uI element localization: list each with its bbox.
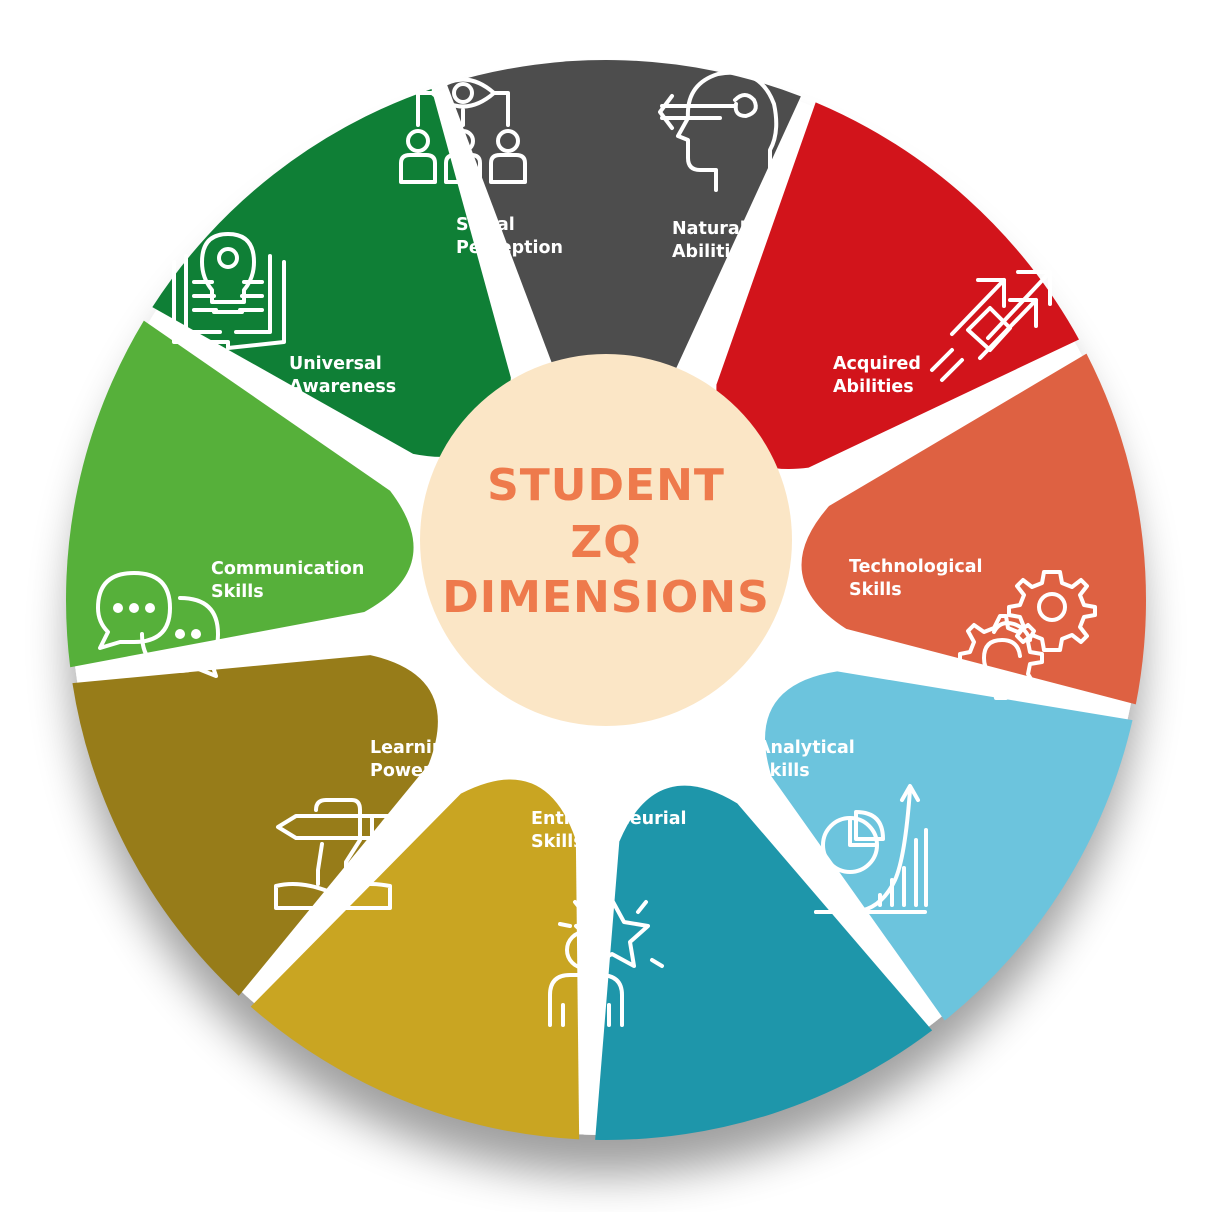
pie-growth-chart-icon — [814, 784, 928, 914]
speech-dots — [113, 603, 201, 639]
label-communication-skills-1: Communication — [211, 559, 364, 579]
segment-shape — [595, 785, 933, 1140]
label-universal-awareness-1: Universal — [289, 354, 382, 374]
segment-technological-skills[interactable] — [765, 671, 1133, 1021]
segment-shape — [66, 320, 414, 668]
segment-shape — [72, 655, 438, 996]
speech-bubbles-icon — [96, 571, 220, 678]
label-entrepreneurial-skills-2: Skills — [531, 832, 584, 852]
segment-entrepreneurial-skills[interactable] — [250, 779, 580, 1140]
label-learning-power-1: Learning — [370, 738, 457, 758]
label-social-perception-1: Social — [456, 215, 515, 235]
segment-communication-skills[interactable] — [66, 320, 414, 668]
label-universal-awareness-2: Awareness — [289, 377, 396, 397]
segment-natural-abilities[interactable] — [716, 102, 1079, 469]
label-learning-power-2: Power — [370, 761, 432, 781]
center-circle — [420, 354, 792, 726]
label-acquired-abilities-1: Acquired — [833, 354, 921, 374]
label-natural-abilities-2: Abilities — [672, 242, 753, 262]
label-analytical-skills-2: Skills — [757, 761, 810, 781]
book-lightbulb-icon — [172, 232, 286, 350]
center-title-line-2: ZQ — [570, 517, 641, 568]
person-star-icon — [548, 898, 664, 1027]
label-social-perception-2: Perception — [456, 238, 563, 258]
segment-shape — [250, 779, 580, 1140]
segment-shape — [716, 102, 1079, 469]
center-title-line-1: STUDENT — [487, 460, 725, 511]
label-communication-skills-2: Skills — [211, 582, 264, 602]
gears-icon — [958, 570, 1097, 700]
fist-arrows-icon — [930, 270, 1052, 382]
label-acquired-abilities-2: Abilities — [833, 377, 914, 397]
segment-shape — [765, 671, 1133, 1021]
segment-shape — [446, 60, 801, 403]
center-title-line-3: DIMENSIONS — [442, 572, 770, 623]
label-technological-skills-1: Technological — [849, 557, 983, 577]
segment-learning-power[interactable] — [72, 655, 438, 996]
hand-pencil-book-icon — [274, 798, 392, 916]
label-technological-skills-2: Skills — [849, 580, 902, 600]
head-spiral-icon — [658, 70, 779, 192]
label-entrepreneurial-skills-1: Entrepreneurial — [531, 809, 687, 829]
segment-social-perception[interactable] — [446, 60, 801, 403]
segment-analytical-skills[interactable] — [595, 785, 933, 1140]
label-natural-abilities-1: Natural — [672, 219, 746, 239]
label-analytical-skills-1: Analytical — [757, 738, 855, 758]
eye-people-icon — [399, 60, 527, 184]
